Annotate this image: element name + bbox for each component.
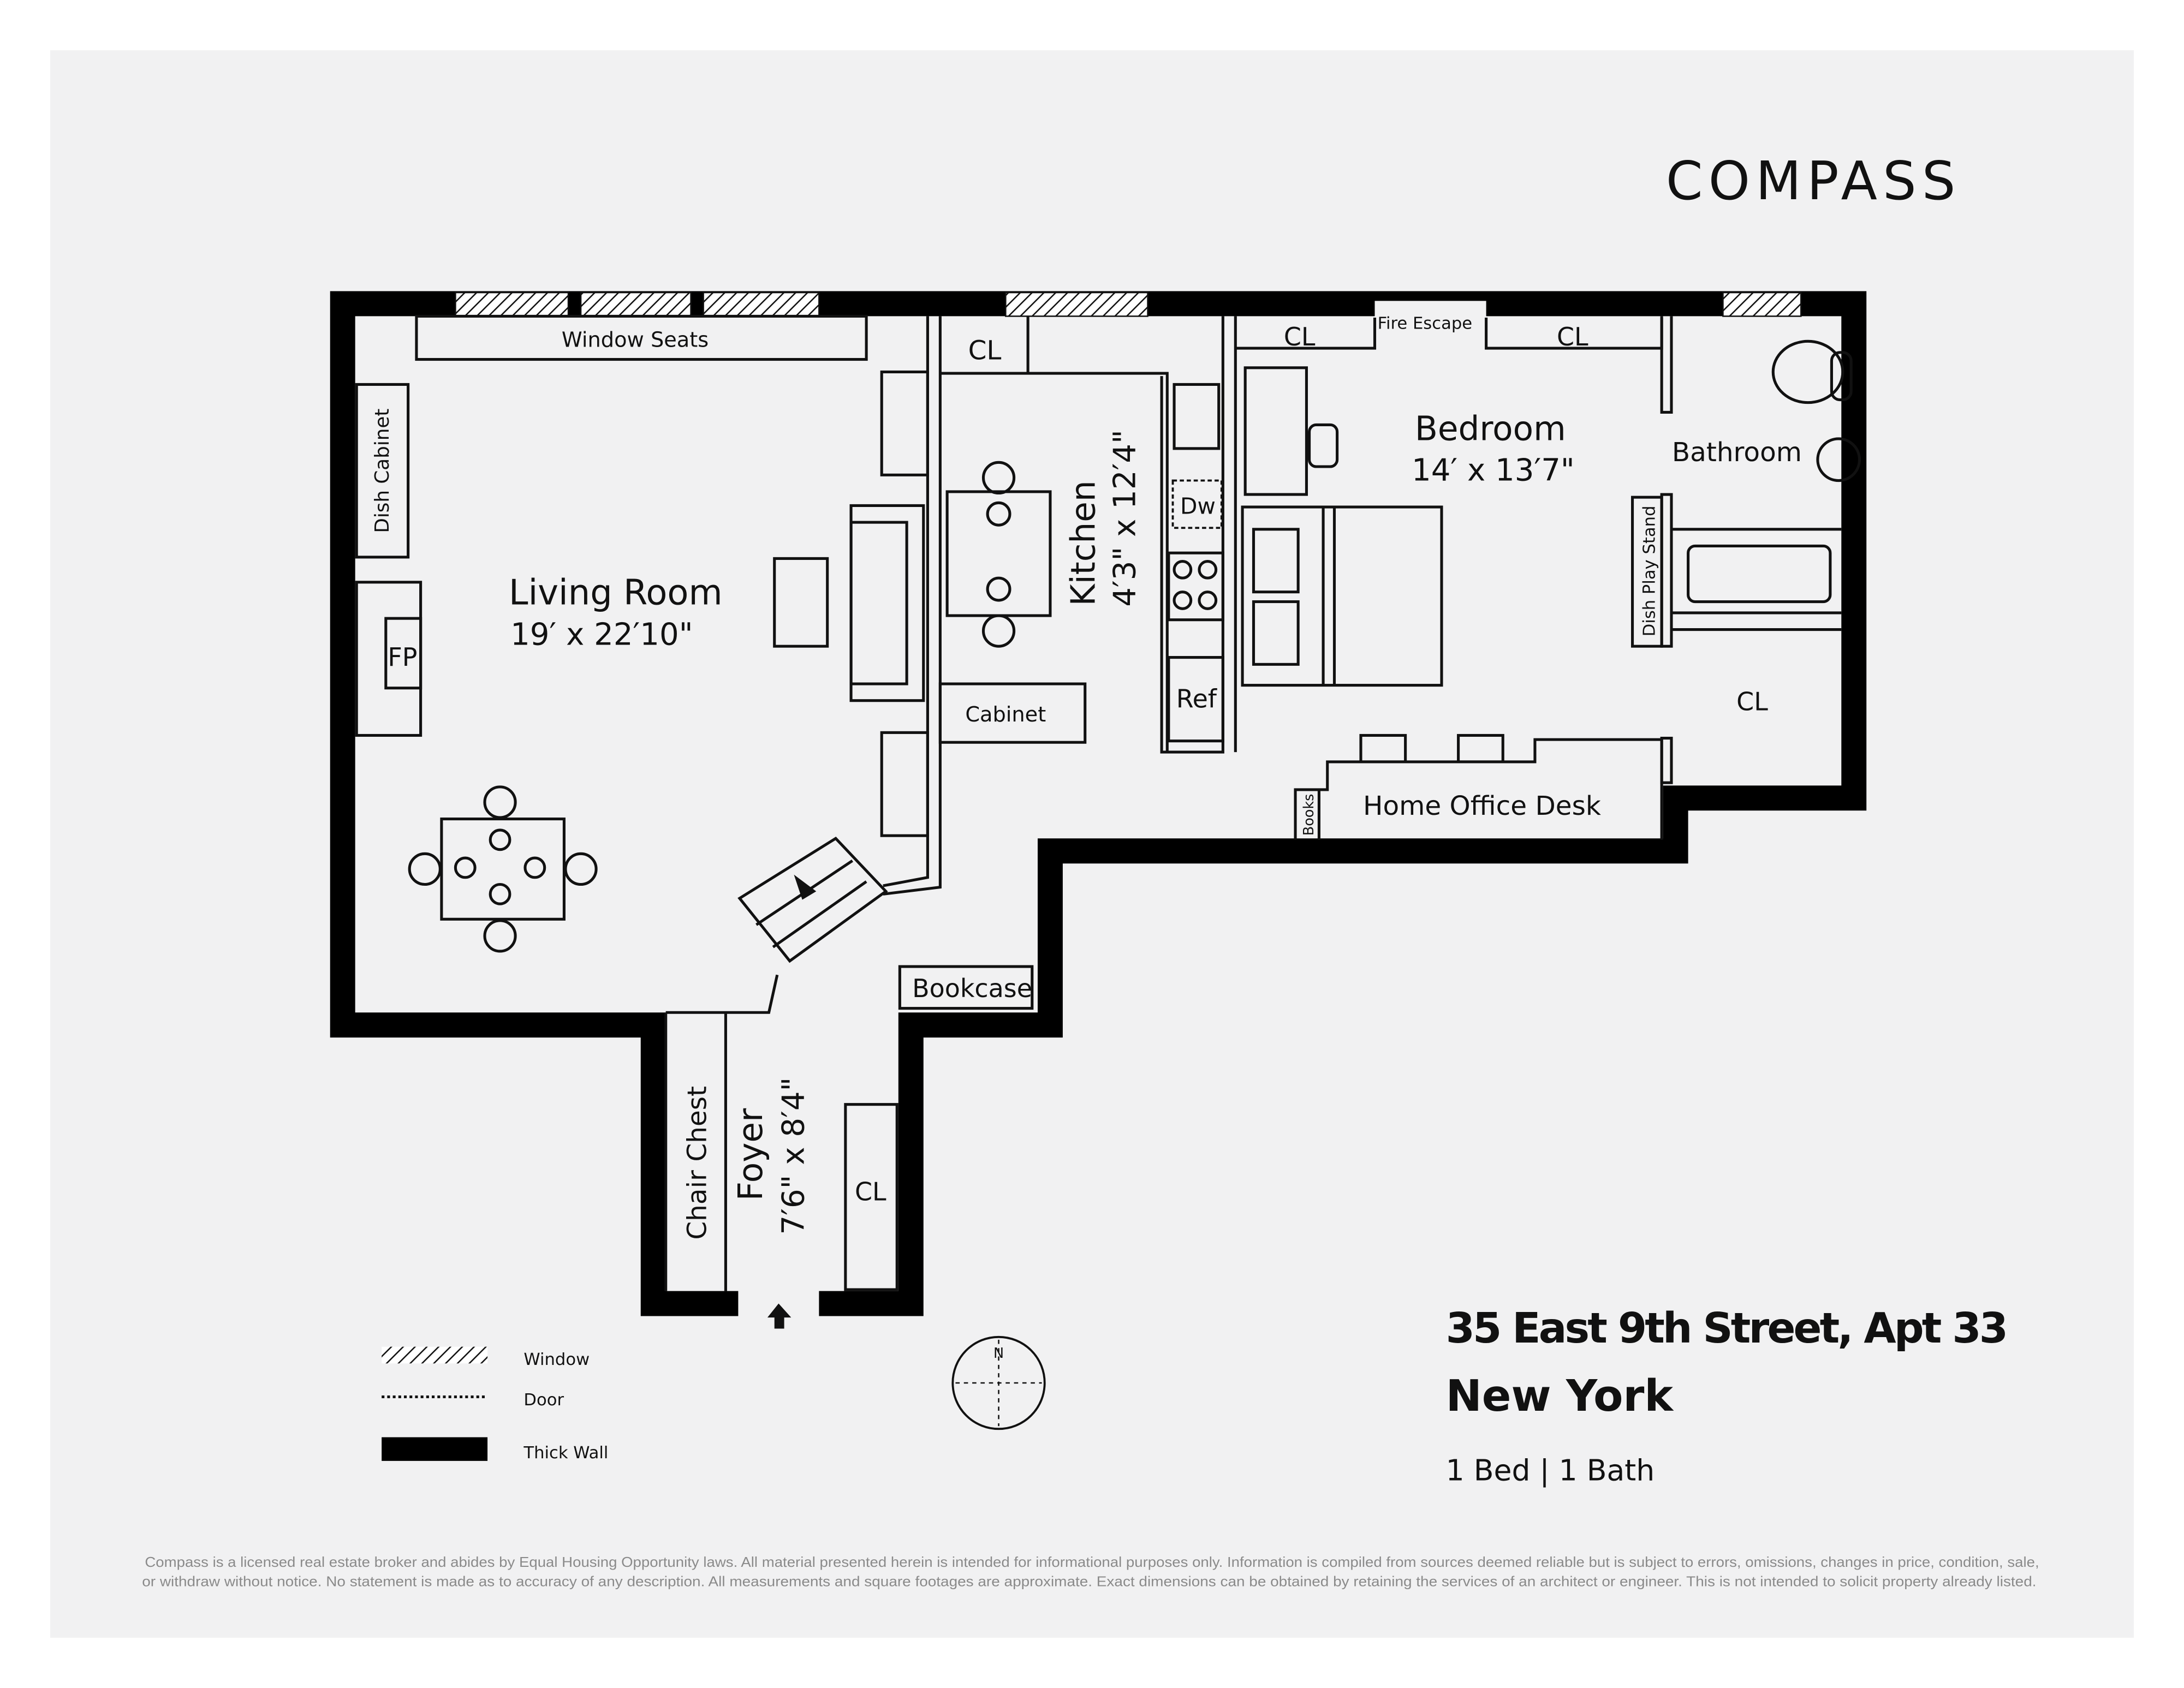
home-office-desk (1294, 733, 1663, 840)
display-stand (1630, 496, 1663, 648)
home-office-desk-label: Home Office Desk (1363, 791, 1601, 821)
listing-address: 35 East 9th Street, Apt 33 (1446, 1304, 2007, 1353)
bathtub (1687, 544, 1832, 604)
foyer-closet-label: CL (855, 1177, 886, 1207)
cabinet-label: Cabinet (965, 702, 1046, 727)
kitchen-table-set (945, 461, 1052, 648)
compass-rose-icon: N (951, 1335, 1046, 1430)
stove (1167, 551, 1224, 622)
bedroom-closet-right-label: CL (1557, 322, 1588, 351)
toilet (1771, 339, 1853, 404)
legend: Window Door Thick Wall (382, 1346, 608, 1463)
bed (1241, 505, 1443, 687)
dish-cabinet (355, 383, 410, 559)
window (1722, 291, 1802, 317)
cabinet (938, 682, 1087, 744)
desk-chair (1308, 423, 1339, 468)
interior-walls (664, 316, 1842, 1291)
window-seats-label: Window Seats (562, 328, 709, 353)
window (580, 291, 692, 317)
living-room-dims: 19′ x 22′10" (510, 617, 693, 653)
sofa-seat (849, 521, 908, 685)
books-label: Books (1301, 794, 1317, 836)
bathroom-sink (1816, 437, 1861, 482)
fireplace-label: FP (388, 642, 417, 672)
fireplace (384, 617, 422, 690)
foyer-name: Foyer (731, 1108, 770, 1201)
listing-city: New York (1446, 1371, 1675, 1421)
window (703, 291, 820, 317)
disclaimer-line-2: or withdraw without notice. No statement… (142, 1574, 2036, 1590)
disclaimer-line-1: Compass is a licensed real estate broker… (145, 1555, 2039, 1570)
display-stand-label: Dish Play Stand (1640, 506, 1659, 637)
kitchen-name: Kitchen (1064, 480, 1103, 606)
bedroom-dims: 14′ x 13′7" (1412, 453, 1575, 488)
bookcase (898, 965, 1034, 1010)
arrow-icon (794, 874, 817, 900)
refrigerator-label: Ref (1176, 684, 1218, 713)
entry-arrow-icon (767, 1303, 792, 1329)
window (1005, 291, 1148, 317)
refrigerator (1167, 656, 1224, 743)
chair-chest-label: Chair Chest (682, 1086, 713, 1240)
dining-table-set (408, 785, 598, 953)
fire-escape-label: Fire Escape (1378, 314, 1473, 333)
exterior-walls (330, 291, 1867, 1316)
fire-escape (1374, 301, 1486, 329)
window-seats (415, 314, 868, 361)
kitchen-closet-label: CL (968, 336, 1002, 366)
side-cabinet (880, 731, 929, 837)
side-cabinet (880, 370, 929, 476)
window-hatch-icon (382, 1346, 488, 1364)
bedroom-desk (1243, 366, 1308, 496)
coffee-table (773, 557, 829, 648)
foyer-closet (844, 1103, 898, 1291)
bedroom-name: Bedroom (1415, 410, 1566, 449)
bath-closet-label: CL (1736, 687, 1768, 717)
bedroom-closet-left-label: CL (1284, 322, 1316, 351)
bookcase-label: Bookcase (912, 974, 1032, 1003)
window (455, 291, 569, 317)
legend-door-label: Door (523, 1391, 564, 1410)
living-room-name: Living Room (509, 573, 723, 613)
dish-cabinet-label: Dish Cabinet (371, 409, 394, 533)
compass-logo: COMPASS (1666, 150, 1961, 212)
kitchen-dims: 4′3" x 12′4" (1108, 430, 1143, 607)
sink (1173, 383, 1221, 450)
legend-thick-wall-label: Thick Wall (523, 1444, 608, 1463)
entry-bench (737, 837, 888, 963)
foyer-dims: 7′6" x 8′4" (776, 1077, 811, 1235)
dishwasher-label: Dw (1180, 493, 1216, 520)
thick-wall-bar-icon (382, 1437, 488, 1461)
compass-north-label: N (993, 1345, 1004, 1362)
legend-window-label: Window (523, 1350, 590, 1369)
dishwasher (1171, 479, 1223, 529)
listing-summary: 1 Bed | 1 Bath (1446, 1453, 1655, 1488)
bathroom-name: Bathroom (1672, 437, 1802, 468)
